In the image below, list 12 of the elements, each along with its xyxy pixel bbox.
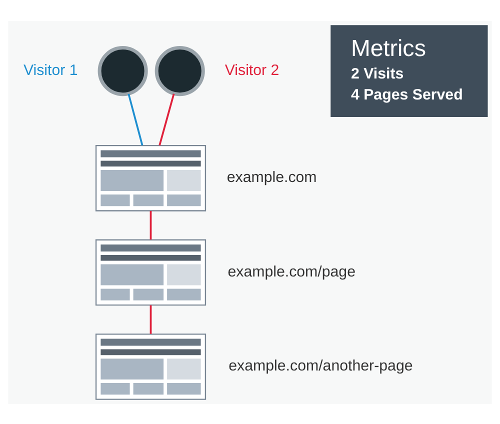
node-label: example.com/another-page xyxy=(228,357,413,374)
connector xyxy=(158,93,175,146)
node-label: example.com/page xyxy=(228,262,356,280)
node-label: example.com xyxy=(226,168,317,186)
node-person xyxy=(98,46,148,96)
node-box: Metrics 2 Visits 4 Pages Served xyxy=(330,24,488,117)
node-label: Visitor 2 xyxy=(224,62,280,79)
node-label: Visitor 1 xyxy=(23,62,78,79)
connector xyxy=(150,304,152,334)
connector xyxy=(128,93,144,146)
node-person xyxy=(154,46,205,96)
connector xyxy=(150,210,152,240)
